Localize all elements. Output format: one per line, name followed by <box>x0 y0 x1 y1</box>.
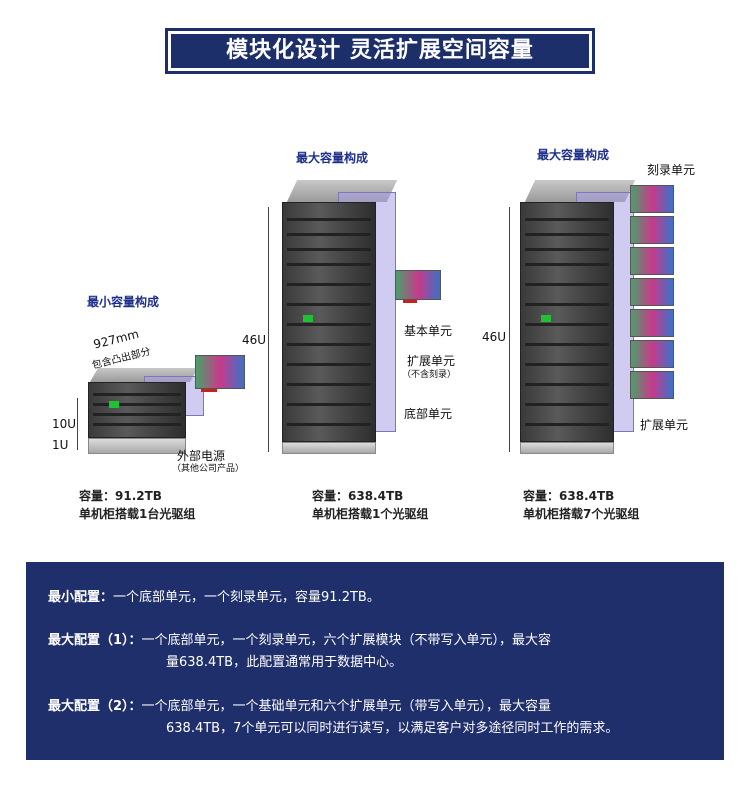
max2-height-line <box>509 207 510 452</box>
burn-unit-label: 刻录单元 <box>647 163 696 177</box>
config-info-panel: 最小配置：一个底部单元，一个刻录单元，容量91.2TB。 最大配置（1）：一个底… <box>26 562 724 760</box>
min-desc: 单机柜搭载1台光驱组 <box>79 507 196 521</box>
panel-line-2: 最大配置（1）：一个底部单元，一个刻录单元，六个扩展模块（不带写入单元），最大容 <box>48 629 551 648</box>
max2-capacity: 容量：638.4TB <box>523 489 615 503</box>
panel-line-2-cont: 量638.4TB，此配置通常用于数据中心。 <box>166 655 403 670</box>
max1-height-line <box>268 207 269 452</box>
max2-cabinet-image <box>516 180 636 455</box>
max1-ext-unit-label: 扩展单元 <box>407 354 456 368</box>
panel-line-1-text: 一个底部单元，一个刻录单元，容量91.2TB。 <box>113 590 380 605</box>
max1-cabinet-image <box>278 180 398 455</box>
max1-desc: 单机柜搭载1个光驱组 <box>312 507 429 521</box>
max1-ext-unit-note: （不含刻录） <box>402 370 457 380</box>
max2-height-label: 46U <box>482 330 507 344</box>
max1-module-image <box>395 270 445 310</box>
max1-height-label: 46U <box>242 333 267 347</box>
panel-line-3-label: 最大配置（2）： <box>48 699 142 714</box>
base-unit-label: 底部单元 <box>404 407 453 421</box>
panel-line-3-text: 一个底部单元，一个基础单元和六个扩展单元（带写入单元），最大容量 <box>141 699 552 714</box>
min-height-line <box>77 398 78 450</box>
min-10u-label: 10U <box>52 417 77 431</box>
basic-unit-label: 基本单元 <box>404 324 453 338</box>
ext-power-note: （其他公司产品） <box>172 464 245 474</box>
min-module-image <box>195 355 250 395</box>
panel-line-1: 最小配置：一个底部单元，一个刻录单元，容量91.2TB。 <box>48 586 380 605</box>
panel-line-3-cont: 638.4TB，7个单元可以同时进行读写，以满足客户对多途径同时工作的需求。 <box>166 721 619 736</box>
min-capacity: 容量：91.2TB <box>79 489 162 503</box>
panel-line-2-label: 最大配置（1）： <box>48 633 142 648</box>
max2-modules-stack <box>630 185 678 405</box>
max2-config-heading: 最大容量构成 <box>537 148 610 162</box>
min-1u-label: 1U <box>52 438 69 452</box>
min-config-heading: 最小容量构成 <box>87 295 160 309</box>
title-banner: 模块化设计 灵活扩展空间容量 <box>165 28 595 74</box>
max1-config-heading: 最大容量构成 <box>296 151 369 165</box>
panel-line-1-label: 最小配置： <box>48 590 114 605</box>
page-title: 模块化设计 灵活扩展空间容量 <box>171 34 589 68</box>
min-cabinet-image <box>84 368 204 458</box>
panel-line-2-text: 一个底部单元，一个刻录单元，六个扩展模块（不带写入单元），最大容 <box>141 633 552 648</box>
max2-ext-unit-label: 扩展单元 <box>640 418 689 432</box>
max2-desc: 单机柜搭载7个光驱组 <box>523 507 640 521</box>
ext-power-label: 外部电源 <box>177 449 226 463</box>
panel-line-3: 最大配置（2）：一个底部单元，一个基础单元和六个扩展单元（带写入单元），最大容量 <box>48 695 551 714</box>
max1-capacity: 容量：638.4TB <box>312 489 404 503</box>
